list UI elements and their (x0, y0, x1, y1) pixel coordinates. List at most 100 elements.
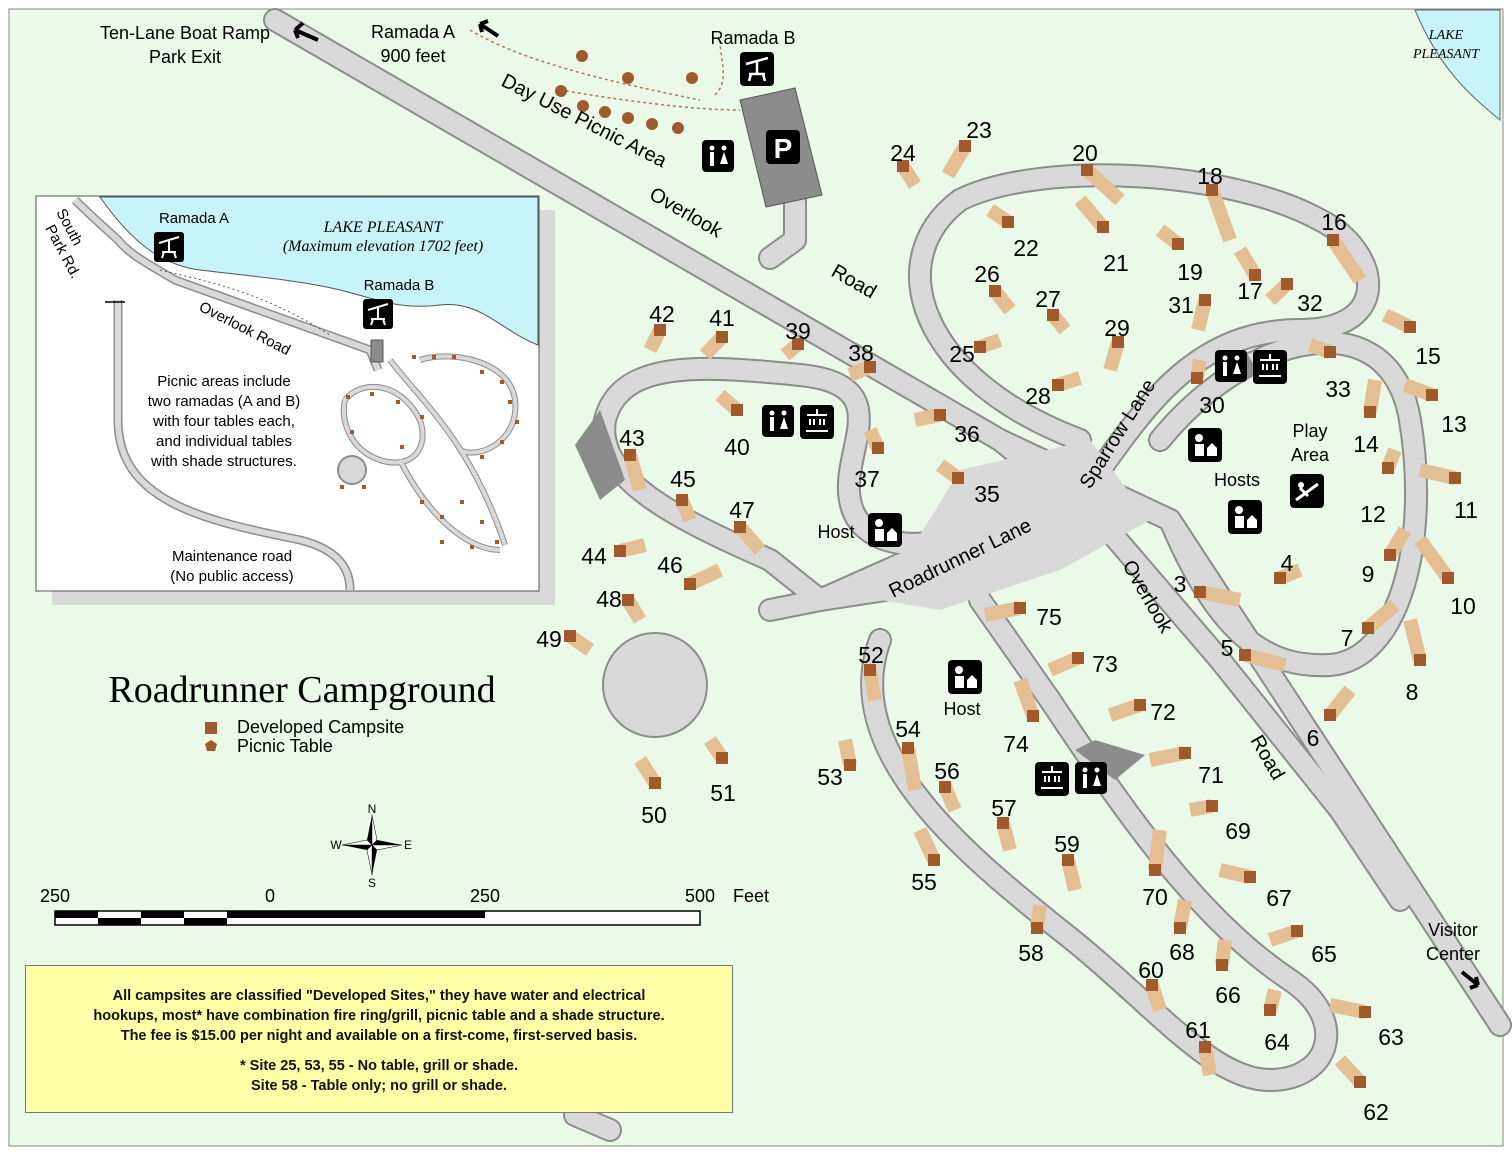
shelter-slab-1 (575, 410, 625, 500)
visitor-label-2: Center (1426, 944, 1480, 964)
play-label-2: Area (1291, 445, 1330, 465)
play-label-1: Play (1292, 421, 1327, 441)
campsite-number: 26 (974, 261, 1000, 287)
campsite-number: 12 (1360, 501, 1386, 527)
inset-map: Ramada A Ramada B LAKE PLEASANT (Maximum… (35, 195, 555, 605)
campsite-number: 42 (649, 301, 675, 327)
campsite-marker (716, 331, 728, 343)
campsite-marker (1249, 269, 1261, 281)
inset-text-4: and individual tables (156, 433, 292, 450)
campsite-marker (792, 338, 804, 350)
campsite-number: 60 (1138, 957, 1164, 983)
campsite-marker (1081, 164, 1093, 176)
campsite-marker (1274, 572, 1286, 584)
campsite-marker (676, 494, 688, 506)
campsite-marker (1134, 699, 1146, 711)
campsite-spur (1327, 236, 1366, 284)
campsite-marker (1014, 602, 1026, 614)
campsite-number: 68 (1169, 939, 1195, 965)
host-label-1: Host (817, 522, 854, 542)
scale-250-right: 250 (470, 886, 500, 906)
campsite-marker (997, 817, 1009, 829)
shower-icon (800, 405, 834, 439)
visitor-label-1: Visitor (1428, 920, 1478, 940)
campsite-number: 14 (1353, 431, 1379, 457)
inset-ramada-b-label: Ramada B (364, 277, 435, 294)
campsite-number: 17 (1237, 278, 1263, 304)
facility-icons (702, 52, 1324, 796)
campsite-marker (1364, 406, 1376, 418)
campsite-markers: 3456789101112131415161718192021222324252… (536, 117, 1478, 1125)
note-line-1: All campsites are classified "Developed … (112, 988, 646, 1004)
campsite-number: 8 (1406, 679, 1419, 705)
campsite-number: 35 (974, 481, 1000, 507)
shelter-slab-2 (1075, 740, 1145, 780)
inset-maint-1: Maintenance road (172, 548, 292, 565)
campsite-marker (1031, 922, 1043, 934)
campsite-marker (1359, 1006, 1371, 1018)
campsite-number: 23 (966, 117, 992, 143)
campsite-number: 31 (1168, 292, 1194, 318)
compass-n: N (368, 802, 377, 816)
ramada-a-arrow (478, 19, 500, 38)
campsite-marker (1174, 922, 1186, 934)
campsite-number: 27 (1035, 286, 1061, 312)
campsite-marker (731, 404, 743, 416)
boat-ramp-arrow (293, 21, 319, 42)
campsite-number: 25 (949, 341, 975, 367)
picnic-tables (555, 50, 698, 134)
campsite-number: 16 (1321, 209, 1347, 235)
campsite-marker (1362, 622, 1374, 634)
inset-ramada-a-icon (154, 232, 184, 262)
campsite-marker (716, 752, 728, 764)
note-line-3: The fee is $15.00 per night and availabl… (120, 1028, 638, 1044)
campsite-marker (1172, 238, 1184, 250)
campsite-number: 39 (785, 318, 811, 344)
campsite-marker (1112, 336, 1124, 348)
campsite-number: 15 (1415, 343, 1441, 369)
inset-text-3: with four tables each, (152, 413, 295, 430)
play-area-icon (1290, 474, 1324, 508)
campsite-marker (614, 545, 626, 557)
legend-campsite-marker (205, 722, 217, 734)
campsite-marker (902, 742, 914, 754)
campsite-number: 36 (954, 421, 980, 447)
campsite-marker (1206, 800, 1218, 812)
pleasant-label: PLEASANT (1412, 47, 1480, 62)
campsite-marker (1264, 1004, 1276, 1016)
campsite-marker (844, 759, 856, 771)
campsite-number: 65 (1311, 941, 1337, 967)
campsite-marker (1146, 979, 1158, 991)
compass-rose: N S E W (330, 802, 412, 890)
campsite-number: 54 (895, 716, 921, 742)
campsite-marker (1442, 572, 1454, 584)
campsite-number: 73 (1092, 651, 1118, 677)
campsite-number: 33 (1325, 376, 1351, 402)
campsite-number: 58 (1018, 940, 1044, 966)
campsite-marker (1062, 854, 1074, 866)
campsite-marker (1052, 379, 1064, 391)
compass-w: W (330, 838, 342, 852)
inset-ramada-a-label: Ramada A (159, 210, 229, 227)
campsite-marker (624, 449, 636, 461)
campsite-marker (1281, 278, 1293, 290)
campsite-number: 6 (1307, 725, 1320, 751)
campsite-marker (734, 521, 746, 533)
campsite-marker (989, 285, 1001, 297)
campsite-marker (1291, 925, 1303, 937)
campsite-spur (1148, 829, 1167, 871)
campsite-number: 59 (1054, 831, 1080, 857)
campsite-marker (1199, 294, 1211, 306)
campsite-number: 22 (1013, 235, 1039, 261)
campsite-number: 75 (1036, 604, 1062, 630)
campsite-marker (864, 664, 876, 676)
campsite-number: 49 (536, 626, 562, 652)
cul-de-sac (602, 632, 708, 738)
legend-campsite-label: Developed Campsite (237, 717, 404, 737)
inset-lake-note: (Maximum elevation 1702 feet) (283, 238, 483, 255)
inset-text-1: Picnic areas include (157, 373, 290, 390)
fee-note: All campsites are classified "Developed … (25, 965, 733, 1113)
campsite-number: 24 (890, 140, 916, 166)
campsite-marker (622, 594, 634, 606)
inset-lake-label: LAKE PLEASANT (323, 219, 444, 236)
